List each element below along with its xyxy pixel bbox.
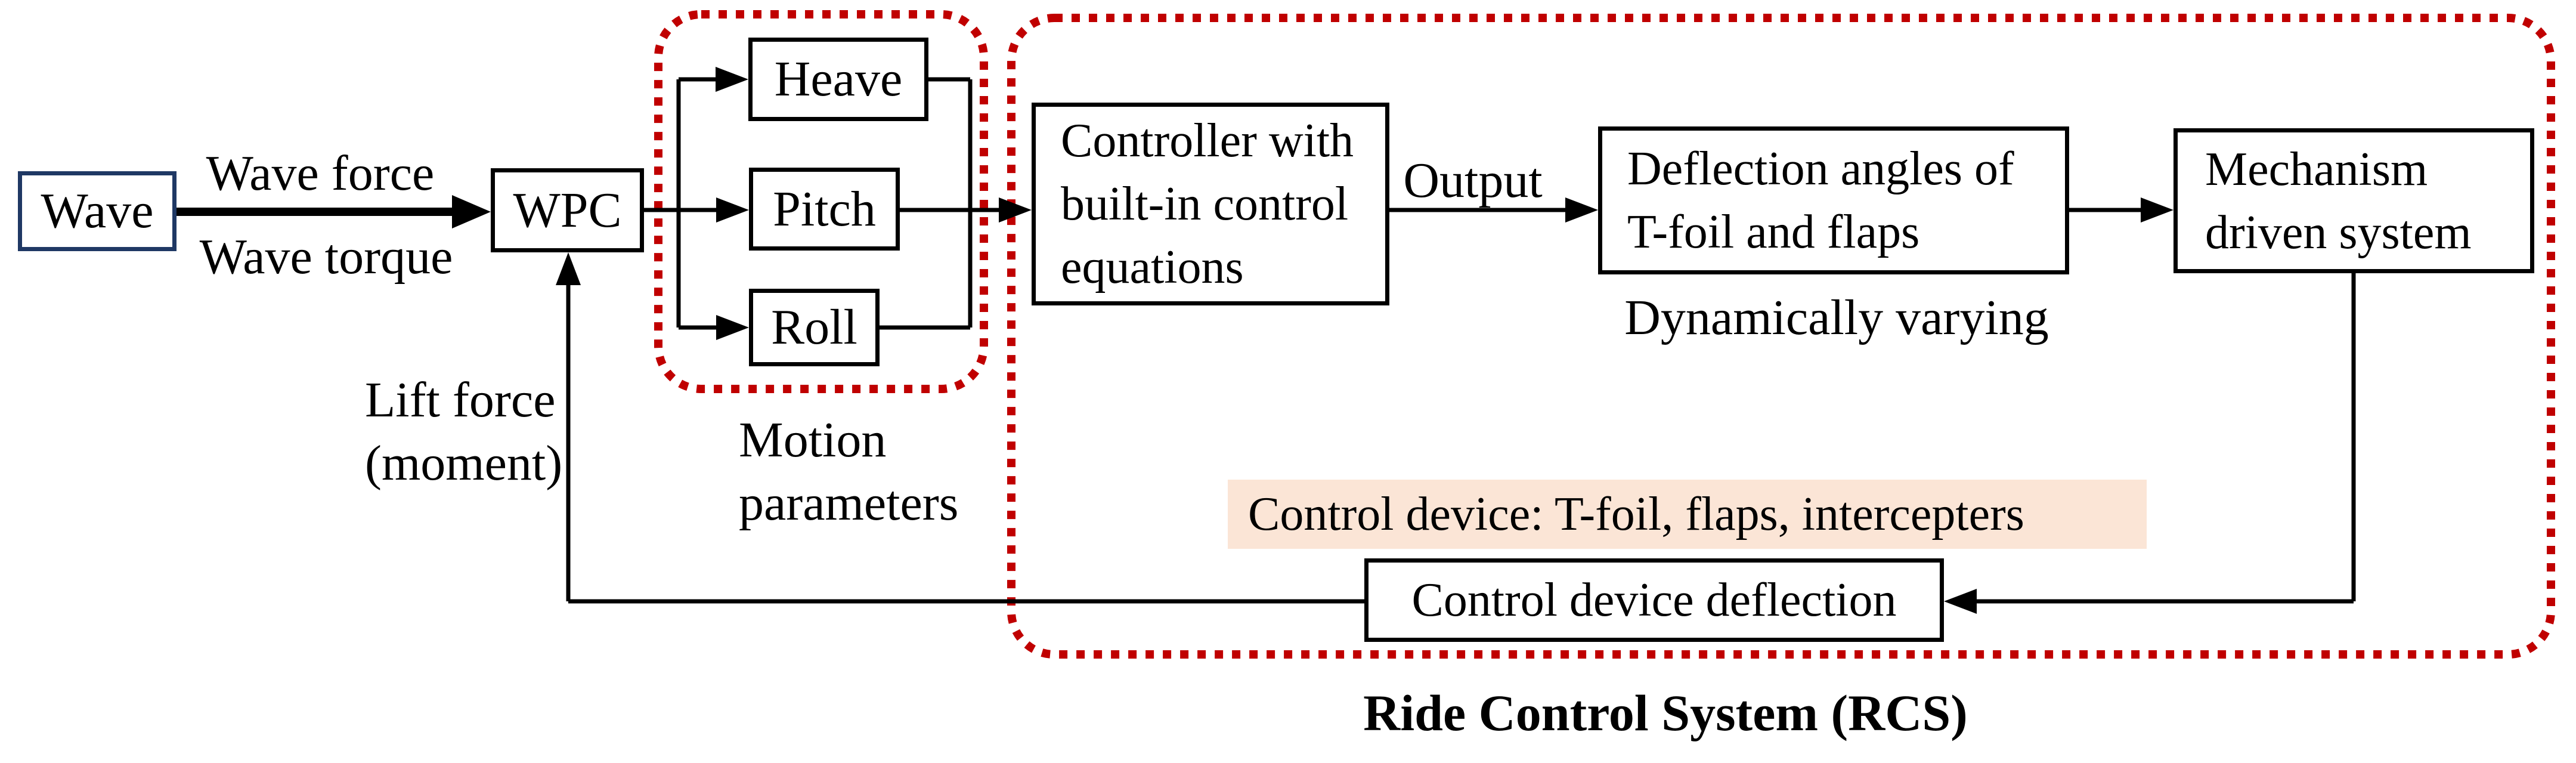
lift-force-label: Lift force (moment) [365, 372, 563, 491]
dynamically-varying-label: Dynamically varying [1624, 290, 2049, 345]
arrowhead-into-heave [716, 67, 748, 92]
control-device-deflection-box: Control device deflection [1364, 558, 1944, 642]
arrowhead-into-wpc [452, 195, 491, 228]
control-device-highlight: Control device: T-foil, flaps, intercept… [1228, 480, 2147, 549]
controller-box: Controller with built-in control equatio… [1032, 103, 1389, 305]
heave-box: Heave [748, 38, 928, 121]
wave-force-label: Wave force [206, 146, 435, 201]
rcs-dotted-boundary [1007, 14, 2555, 659]
roll-box: Roll [749, 289, 880, 366]
wave-box: Wave [18, 171, 177, 251]
wave-torque-label: Wave torque [199, 229, 453, 285]
pitch-box: Pitch [749, 168, 900, 251]
arrowhead-into-roll [716, 315, 749, 340]
deflection-angles-box: Deflection angles of T-foil and flaps [1598, 126, 2069, 274]
motion-parameters-dotted-boundary [654, 10, 988, 393]
arrowhead-into-wpc-bottom [556, 252, 581, 285]
arrowhead-into-control-device-deflection [1944, 589, 1977, 614]
motion-parameters-label: Motion parameters [739, 412, 959, 531]
rcs-title: Ride Control System (RCS) [1363, 684, 1968, 742]
wpc-box: WPC [491, 168, 644, 252]
arrowhead-into-deflection-angles [1565, 197, 1598, 223]
arrowhead-into-controller [999, 197, 1032, 223]
mechanism-driven-system-box: Mechanism driven system [2174, 128, 2534, 273]
output-label: Output [1403, 153, 1543, 208]
arrowhead-into-pitch [716, 197, 749, 223]
arrowhead-into-mechanism [2141, 197, 2174, 223]
